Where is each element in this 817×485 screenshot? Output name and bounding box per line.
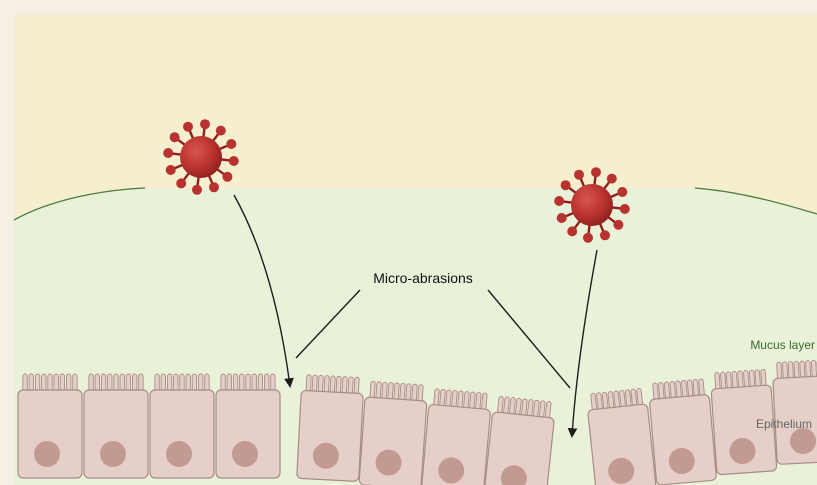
microvillus	[95, 374, 99, 392]
virus-spike-tip	[583, 233, 593, 243]
cell-nucleus	[232, 441, 258, 467]
virus-spike-tip	[200, 119, 210, 129]
microvillus	[161, 374, 165, 392]
cell-nucleus	[166, 441, 192, 467]
microvillus	[265, 374, 269, 392]
microvillus	[120, 374, 124, 392]
microvillus	[54, 374, 58, 392]
microvillus	[126, 374, 130, 392]
micro-abrasions-label: Micro-abrasions	[373, 270, 473, 286]
virus-spike-tip	[209, 182, 219, 192]
virus-body	[180, 136, 222, 178]
epithelial-cell	[84, 374, 148, 478]
virus-spike-tip	[163, 148, 173, 158]
virus-spike-tip	[613, 220, 623, 230]
virus-spike-tip	[567, 226, 577, 236]
virus-spike-tip	[216, 126, 226, 136]
virus-spike-tip	[170, 132, 180, 142]
virus-spike-tip	[617, 187, 627, 197]
virus-body	[571, 184, 613, 226]
microvillus	[258, 374, 262, 392]
microvillus	[240, 374, 244, 392]
microvillus	[29, 374, 33, 392]
microvillus	[155, 374, 159, 392]
epithelial-cell	[18, 374, 82, 478]
microvillus	[67, 374, 71, 392]
epithelial-cell	[216, 374, 280, 478]
virus-spike-tip	[557, 213, 567, 223]
microvillus	[233, 374, 237, 392]
microvillus	[23, 374, 27, 392]
microvillus	[227, 374, 231, 392]
epithelial-cell	[297, 374, 364, 481]
microvillus	[108, 374, 112, 392]
virus-spike-tip	[600, 230, 610, 240]
microvillus	[174, 374, 178, 392]
microvillus	[271, 374, 275, 392]
microvillus	[35, 374, 39, 392]
virus-spike-tip	[192, 185, 202, 195]
virus-spike-tip	[620, 204, 630, 214]
mucus-layer-label: Mucus layer	[750, 338, 815, 352]
microvillus	[89, 374, 93, 392]
virus-spike-tip	[554, 196, 564, 206]
virus-spike-tip	[607, 174, 617, 184]
microvillus	[180, 374, 184, 392]
epithelium-label: Epithelium	[756, 417, 812, 431]
virus-spike-tip	[222, 172, 232, 182]
cell-nucleus	[100, 441, 126, 467]
microvillus	[139, 374, 143, 392]
microvillus	[221, 374, 225, 392]
microvillus	[101, 374, 105, 392]
microvillus	[192, 374, 196, 392]
microvillus	[73, 374, 77, 392]
microvillus	[60, 374, 64, 392]
microvillus	[167, 374, 171, 392]
virus-spike-tip	[561, 180, 571, 190]
virus-spike-tip	[229, 156, 239, 166]
virus-spike-tip	[574, 170, 584, 180]
microvillus	[205, 374, 209, 392]
epithelial-cell	[150, 374, 214, 478]
microvillus	[186, 374, 190, 392]
microvillus	[246, 374, 250, 392]
virus-spike-tip	[166, 165, 176, 175]
cell-nucleus	[34, 441, 60, 467]
microvillus	[199, 374, 203, 392]
microvillus	[252, 374, 256, 392]
microvillus	[48, 374, 52, 392]
microvillus	[114, 374, 118, 392]
virus-spike-tip	[226, 139, 236, 149]
virus-spike-tip	[176, 178, 186, 188]
microvillus	[42, 374, 46, 392]
epithelial-cell	[772, 359, 817, 464]
virus-spike-tip	[183, 122, 193, 132]
virus-spike-tip	[591, 167, 601, 177]
microvillus	[133, 374, 137, 392]
